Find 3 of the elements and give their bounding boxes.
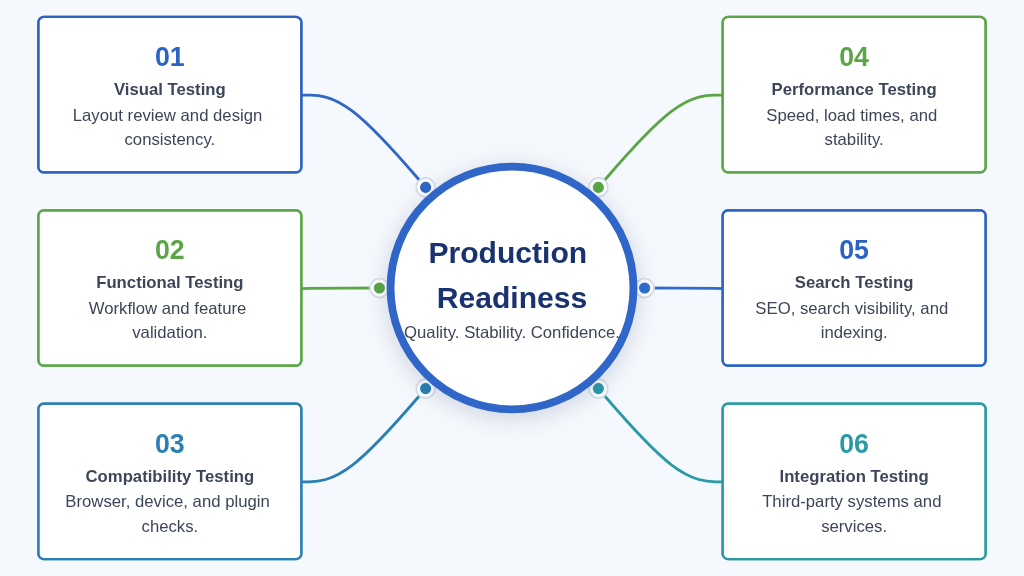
connector [301, 378, 436, 484]
connector [301, 93, 436, 198]
node-circle: Production Readiness Quality. Stability. Confidence. [386, 162, 638, 414]
